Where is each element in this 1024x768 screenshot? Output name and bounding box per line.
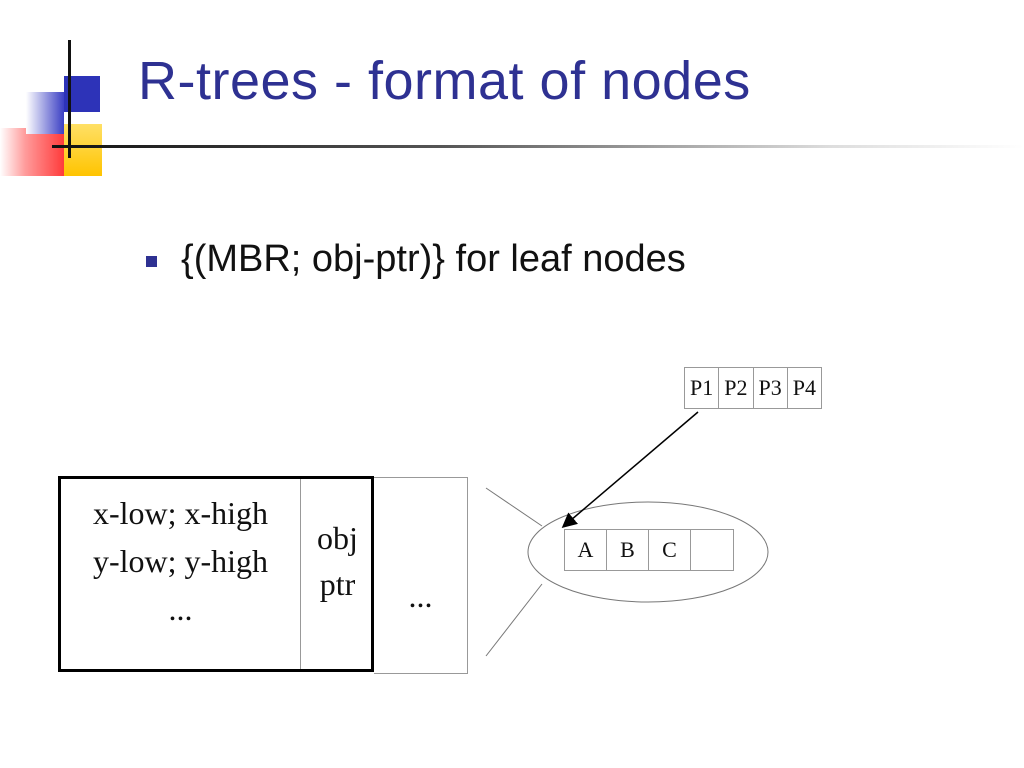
pointer-cell-p1: P1 — [685, 368, 720, 408]
obj-ptr-line-1: obj — [317, 520, 358, 556]
square-bullet-icon — [146, 256, 157, 267]
pointer-cell-p2: P2 — [719, 368, 754, 408]
title-underline — [52, 145, 1024, 148]
next-entry-cell: ... — [374, 477, 468, 674]
mbr-line-x: x-low; x-high — [92, 495, 269, 531]
obj-ptr-line-2: ptr — [319, 566, 356, 602]
leaf-node-entry: x-low; x-high y-low; y-high ... obj ptr — [58, 476, 374, 672]
blue-gradient-square-shape — [26, 92, 64, 134]
mbr-cell: x-low; x-high y-low; y-high ... — [61, 479, 301, 669]
zoom-line-bottom — [485, 583, 543, 657]
object-cell-empty — [691, 530, 733, 570]
object-table: A B C — [564, 529, 734, 571]
mbr-line-y: y-low; y-high — [92, 543, 269, 579]
decorative-logo — [0, 40, 130, 180]
object-cell-b: B — [607, 530, 649, 570]
bullet-text: {(MBR; obj-ptr)} for leaf nodes — [181, 238, 686, 280]
pointer-cell-p3: P3 — [754, 368, 788, 408]
mbr-line-ellipsis: ... — [168, 591, 193, 627]
pointer-table: P1 P2 P3 P4 — [684, 367, 822, 409]
object-cell-c: C — [649, 530, 691, 570]
zoom-line-top — [485, 487, 543, 527]
pointer-arrow — [561, 411, 699, 528]
slide-title: R-trees - format of nodes — [138, 51, 751, 111]
obj-ptr-cell: obj ptr — [301, 479, 374, 669]
object-cell-a: A — [565, 530, 607, 570]
vertical-rule — [68, 40, 71, 158]
red-square-shape — [0, 128, 64, 176]
pointer-cell-p4: P4 — [792, 375, 816, 400]
bullet-item: {(MBR; obj-ptr)} for leaf nodes — [146, 238, 686, 281]
